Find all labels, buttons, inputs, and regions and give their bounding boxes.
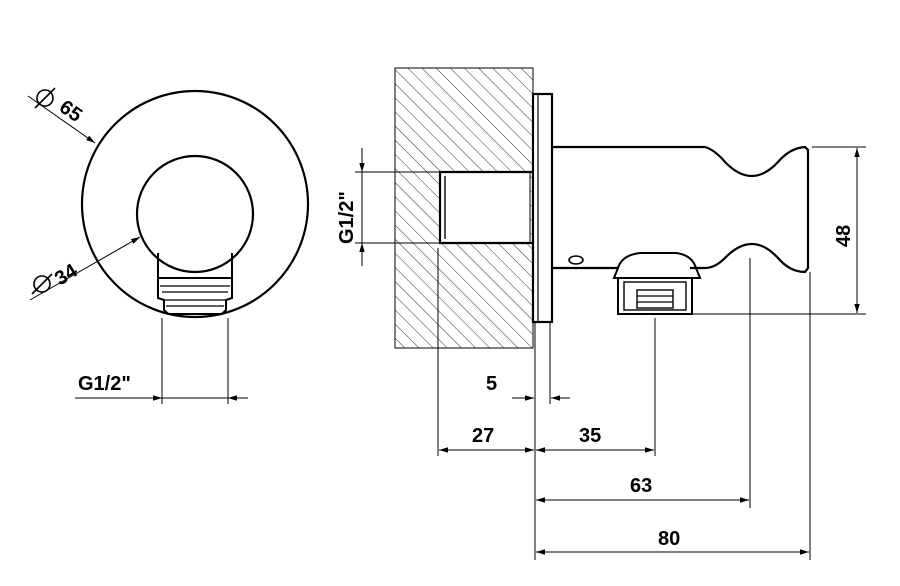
wall-section: [394, 67, 534, 349]
holder-body: [552, 145, 810, 274]
diameter-symbol: [31, 273, 53, 295]
wall-bore: [438, 170, 533, 245]
diameter-symbol: [34, 87, 56, 109]
outlet-nut: [617, 277, 693, 315]
front-view: 65 34 G1/2": [27, 87, 310, 404]
threaded-nipple: [157, 278, 233, 315]
dim-80-label: 80: [658, 528, 680, 550]
diameter-65-label: 65: [55, 96, 86, 127]
flange-plate: [531, 92, 554, 324]
dim-63-label: 63: [630, 475, 652, 497]
thread-side-label: G1/2": [336, 191, 358, 244]
side-view: G1/2" 48 5 27 35 63 80: [336, 67, 866, 560]
height-48-label: 48: [833, 225, 855, 247]
inner-outlet-circle: [135, 154, 255, 274]
outlet-neck: [157, 253, 233, 279]
dim-27-label: 27: [472, 425, 494, 447]
dim-5-label: 5: [486, 373, 497, 395]
outlet-cap: [612, 252, 702, 279]
set-screw: [568, 255, 584, 265]
dim-35-label: 35: [579, 425, 601, 447]
thread-front-label: G1/2": [78, 373, 131, 395]
outer-rosette-circle: [80, 89, 310, 319]
outlet-thread: [636, 289, 674, 309]
outlet-nut-inner: [623, 281, 687, 311]
